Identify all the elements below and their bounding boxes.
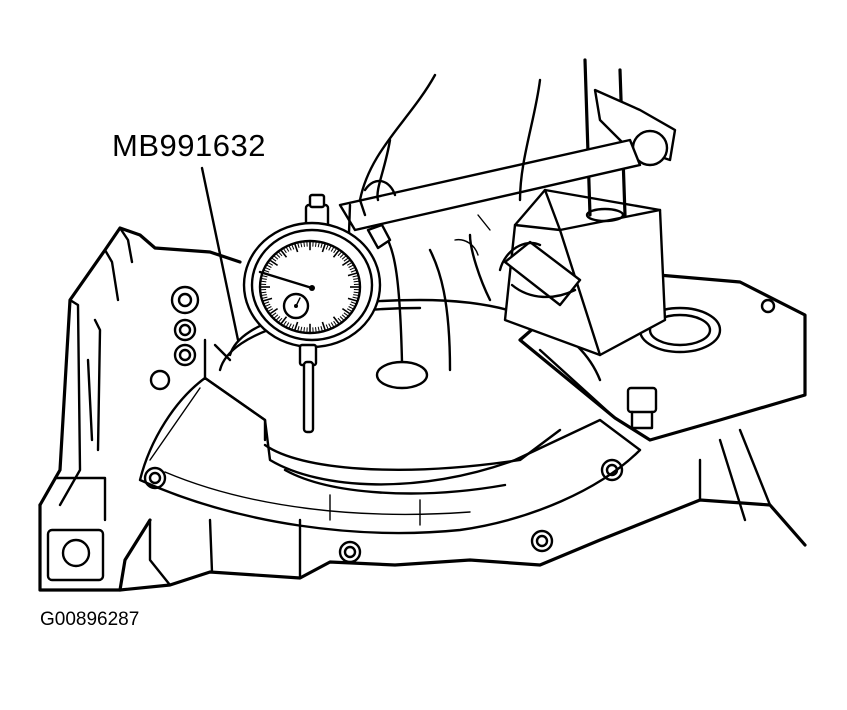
dial-tick [304, 327, 305, 332]
tool-number-label: MB991632 [112, 130, 266, 161]
dial-tick [261, 292, 266, 293]
dial-tick [316, 242, 317, 247]
transmission-case [40, 228, 805, 590]
figure-id-label: G00896287 [40, 610, 139, 629]
dial-tick [261, 281, 266, 282]
magnetic-base [500, 60, 675, 355]
dial-indicator [244, 195, 390, 432]
callout-leader-line [202, 168, 238, 340]
dial-tick [316, 327, 317, 332]
dial-tick [354, 281, 359, 282]
dial-tick [354, 292, 359, 293]
dial-tick [304, 242, 305, 247]
